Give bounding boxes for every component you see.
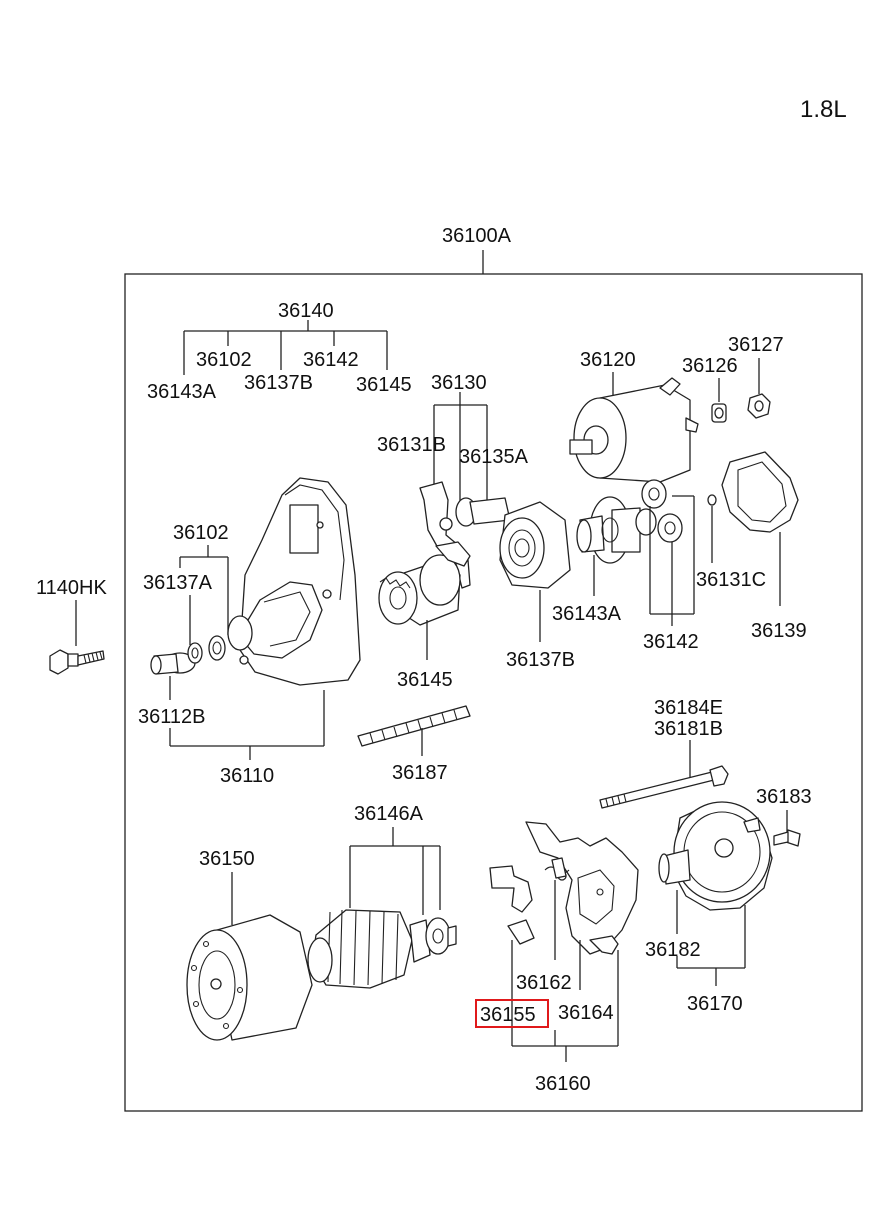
washer-36126-part[interactable]: [711, 403, 727, 423]
callout-36120[interactable]: 36120: [580, 349, 636, 371]
rear-bracket-36182-part[interactable]: [658, 801, 773, 911]
callout-36170[interactable]: 36170: [687, 993, 743, 1015]
callout-36160[interactable]: 36160: [535, 1073, 591, 1095]
packing-ring-36139-part[interactable]: [721, 451, 799, 533]
bracket-36140: [183, 320, 388, 375]
callout-36137B-top[interactable]: 36137B: [244, 372, 313, 394]
callout-36140[interactable]: 36140: [278, 300, 334, 322]
bracket-36110: [169, 690, 325, 760]
callout-36143A[interactable]: 36143A: [552, 603, 622, 625]
highlight-box-36155: [475, 999, 549, 1028]
callout-36146A[interactable]: 36146A: [354, 803, 424, 825]
solenoid-switch-part[interactable]: [569, 377, 699, 483]
callout-36150[interactable]: 36150: [199, 848, 255, 870]
armature-36146A-part[interactable]: [307, 909, 457, 989]
callout-36126[interactable]: 36126: [682, 355, 738, 377]
bushing-36112B-part[interactable]: [150, 652, 196, 675]
callout-36137A[interactable]: 36137A: [143, 572, 213, 594]
callout-36187[interactable]: 36187: [392, 762, 448, 784]
bracket-36102: [179, 545, 229, 645]
callout-36112B[interactable]: 36112B: [138, 706, 205, 728]
callout-36139[interactable]: 36139: [751, 620, 807, 642]
internal-gear-36137B-part[interactable]: [499, 501, 571, 589]
bracket-36146A: [349, 827, 441, 915]
callout-36182[interactable]: 36182: [645, 939, 701, 961]
planetary-shaft-36143A-part[interactable]: [576, 496, 641, 564]
callout-36181B[interactable]: 36181B: [654, 718, 723, 740]
callout-36145[interactable]: 36145: [397, 669, 453, 691]
callout-36184E[interactable]: 36184E: [654, 697, 723, 719]
callout-36142[interactable]: 36142: [643, 631, 699, 653]
callout-36131B[interactable]: 36131B: [377, 434, 446, 456]
callout-36145-top[interactable]: 36145: [356, 374, 412, 396]
callout-1140HK[interactable]: 1140HK: [36, 577, 107, 599]
callout-36130[interactable]: 36130: [431, 372, 487, 394]
front-housing-36110-part[interactable]: [227, 477, 361, 686]
callout-36137B[interactable]: 36137B: [506, 649, 575, 671]
overrunning-clutch-36145-part[interactable]: [378, 541, 471, 626]
callout-36164[interactable]: 36164: [558, 1002, 614, 1024]
brush-holder-36160-part[interactable]: [525, 821, 639, 955]
bracket-36142: [649, 495, 695, 626]
stud-36187-part[interactable]: [357, 705, 471, 747]
callout-36102-top[interactable]: 36102: [196, 349, 252, 371]
nut-36127-part[interactable]: [747, 393, 771, 419]
bracket-36170: [676, 890, 746, 986]
screw-36183-part[interactable]: [773, 829, 801, 847]
washer-36137A-part[interactable]: [187, 642, 203, 664]
spring-36162-part[interactable]: [544, 857, 570, 879]
planet-gears-36142-part[interactable]: [635, 479, 683, 543]
bracket-36160: [511, 880, 619, 1062]
washer-36102-part[interactable]: [208, 635, 226, 661]
ball-36131C-part[interactable]: [707, 494, 717, 506]
yoke-36150-part[interactable]: [186, 914, 313, 1041]
callout-36155[interactable]: 36155: [480, 1004, 536, 1026]
brush-36155-part[interactable]: [489, 865, 535, 945]
callout-36127[interactable]: 36127: [728, 334, 784, 356]
callout-36110[interactable]: 36110: [220, 765, 274, 787]
callout-36102-left[interactable]: 36102: [173, 522, 229, 544]
through-bolt-36181B-part[interactable]: [599, 765, 729, 809]
callout-36162[interactable]: 36162: [516, 972, 572, 994]
bolt-1140HK-part[interactable]: [49, 649, 105, 675]
callout-36100A[interactable]: 36100A: [442, 225, 512, 247]
callout-36143A-top[interactable]: 36143A: [147, 381, 217, 403]
callout-36142-top[interactable]: 36142: [303, 349, 359, 371]
callout-36131C[interactable]: 36131C: [696, 569, 766, 591]
engine-label: 1.8L: [800, 96, 847, 123]
callout-36135A[interactable]: 36135A: [459, 446, 529, 468]
assembly-frame: [124, 273, 863, 1112]
callout-36183[interactable]: 36183: [756, 786, 812, 808]
